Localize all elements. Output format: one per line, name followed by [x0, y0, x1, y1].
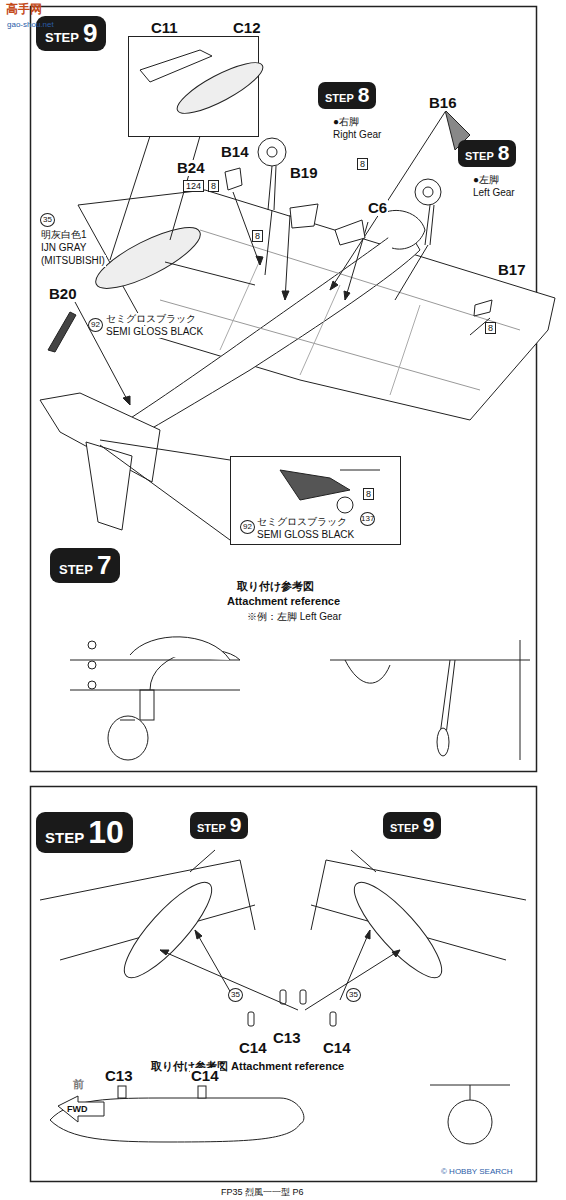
step-badge: STEP 9	[190, 812, 248, 839]
paint-number: 137	[360, 512, 375, 526]
gear-side: ●右脚	[332, 116, 360, 128]
step-word: STEP	[59, 562, 93, 577]
step-panel	[31, 787, 537, 1182]
paint-name: (MITSUBISHI)	[40, 255, 106, 267]
step-badge: STEP 9	[383, 812, 441, 839]
part-number: B19	[289, 165, 319, 181]
part-number: C12	[232, 20, 262, 36]
page-footer: FP35 烈風一一型 P6	[220, 1186, 305, 1198]
paint-number: 92	[88, 318, 103, 332]
part-number: B17	[497, 262, 527, 278]
step-word: STEP	[465, 150, 494, 162]
step-word: STEP	[45, 30, 79, 45]
part-number: B14	[220, 144, 250, 160]
paint-number: 35	[346, 988, 361, 1002]
part-number: C14	[322, 1040, 352, 1056]
part-number: C13	[104, 1068, 134, 1084]
paint-number: 92	[240, 520, 255, 534]
step-badge: STEP10	[36, 812, 133, 853]
attachment-reference	[70, 637, 530, 760]
paint-name: SEMI GLOSS BLACK	[105, 326, 204, 338]
step-word: STEP	[197, 822, 226, 834]
watermark: gao-shou.net	[6, 19, 55, 31]
step-badge: STEP 8	[458, 140, 516, 167]
reference-title: 取り付け参考図 Attachment reference	[150, 1060, 345, 1072]
aircraft-underside	[40, 190, 555, 530]
reference-title: Attachment reference	[226, 595, 341, 607]
gear-side: Right Gear	[332, 129, 382, 141]
part-number: B24	[176, 160, 206, 176]
watermark: © HOBBY SEARCH	[440, 1166, 514, 1178]
step-word: STEP	[325, 92, 354, 104]
step-word: STEP	[45, 829, 84, 846]
paint-name: IJN GRAY	[40, 242, 87, 254]
step-number: 9	[83, 19, 97, 47]
watermark: 高手网	[5, 3, 43, 15]
part-number: C11	[150, 20, 179, 36]
drop-tank	[89, 217, 208, 300]
inset-box	[231, 457, 401, 545]
paint-number: 35	[228, 988, 243, 1002]
gear-side: ●左脚	[472, 174, 500, 186]
step-number: 9	[230, 814, 242, 836]
callout-number: 8	[357, 158, 368, 170]
part-number: C13	[272, 1030, 302, 1046]
part-number: B16	[428, 95, 458, 111]
part-number: C6	[367, 200, 388, 216]
paint-number: 35	[40, 213, 55, 227]
step-number: 7	[97, 551, 111, 579]
step10-illustration	[40, 850, 526, 1144]
step-number: 8	[358, 84, 370, 106]
part-number: C14	[190, 1068, 220, 1084]
callout-number: 124	[183, 180, 204, 192]
callout-number: 8	[252, 230, 263, 242]
paint-name: 明灰白色1	[40, 229, 88, 241]
step-number: 8	[498, 142, 510, 164]
part-number: B20	[48, 286, 78, 302]
paint-name: セミグロスブラック	[105, 313, 197, 325]
step-number: 9	[423, 814, 435, 836]
callout-number: 8	[363, 488, 374, 500]
direction-label: 前	[72, 1078, 85, 1090]
step-badge: STEP 7	[50, 548, 120, 583]
gear-side: Left Gear	[472, 187, 516, 199]
step-number: 10	[88, 815, 124, 849]
step-badge: STEP 8	[318, 82, 376, 109]
direction-label: FWD	[66, 1103, 89, 1115]
paint-name: セミグロスブラック	[256, 516, 348, 528]
reference-note: ※例：左脚 Left Gear	[246, 611, 342, 623]
callout-number: 8	[485, 322, 496, 334]
landing-gear	[48, 110, 492, 352]
part-number: C14	[238, 1040, 268, 1056]
paint-name: SEMI GLOSS BLACK	[256, 529, 355, 541]
callout-number: 8	[208, 180, 219, 192]
step-word: STEP	[390, 822, 419, 834]
reference-title: 取り付け参考図	[236, 580, 315, 592]
